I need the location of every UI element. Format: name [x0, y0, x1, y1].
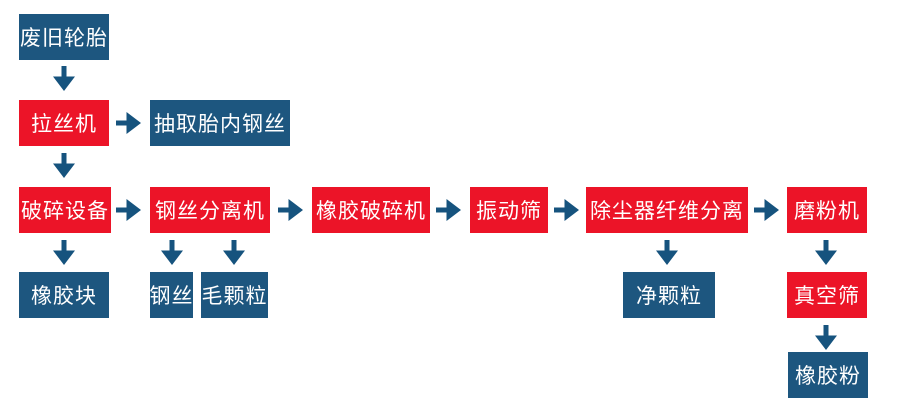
arrow-down-icon [654, 240, 680, 266]
arrow-right-icon [116, 197, 142, 223]
node-clean-granules: 净颗粒 [623, 272, 715, 318]
node-rough-granules: 毛颗粒 [201, 272, 268, 318]
arrow-down-icon [813, 325, 839, 351]
arrow-down-icon [51, 240, 77, 266]
node-dust-collector-fiber-separation: 除尘器纤维分离 [586, 187, 748, 233]
node-steel-wire-separator: 钢丝分离机 [150, 187, 270, 233]
node-grinding-machine: 磨粉机 [787, 187, 867, 233]
node-vibrating-screen: 振动筛 [470, 187, 548, 233]
arrow-down-icon [51, 153, 77, 179]
node-crushing-equipment: 破碎设备 [19, 187, 111, 233]
node-extract-inner-steel-wire: 抽取胎内钢丝 [150, 100, 290, 146]
node-wire-drawing-machine: 拉丝机 [19, 100, 109, 146]
node-rubber-crusher: 橡胶破碎机 [312, 187, 430, 233]
node-rubber-block: 橡胶块 [19, 272, 109, 318]
arrow-down-icon [221, 240, 247, 266]
node-waste-tires: 废旧轮胎 [19, 14, 109, 60]
arrow-down-icon [51, 66, 77, 92]
node-vacuum-screen: 真空筛 [787, 272, 867, 318]
arrow-down-icon [159, 240, 185, 266]
node-steel-wire: 钢丝 [150, 272, 193, 318]
arrow-down-icon [813, 240, 839, 266]
node-rubber-powder: 橡胶粉 [788, 352, 868, 398]
arrow-right-icon [754, 197, 780, 223]
arrow-right-icon [436, 197, 462, 223]
arrow-right-icon [554, 197, 580, 223]
arrow-right-icon [116, 110, 142, 136]
arrow-right-icon [278, 197, 304, 223]
